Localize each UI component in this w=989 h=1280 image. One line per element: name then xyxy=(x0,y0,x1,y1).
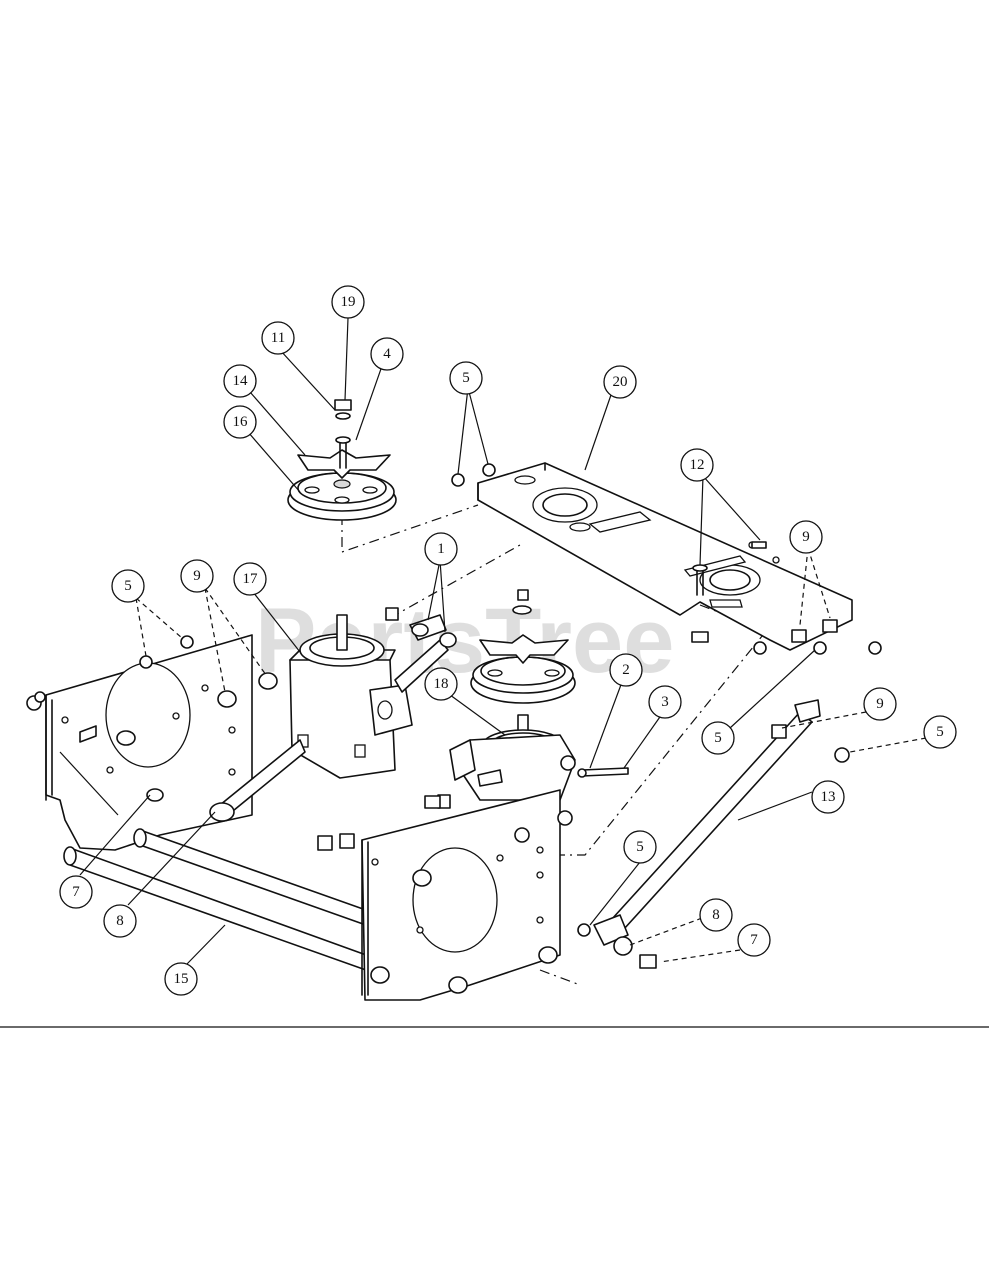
callout-1: 1 xyxy=(424,532,458,566)
callout-16: 16 xyxy=(223,405,257,439)
callout-5-bottom: 5 xyxy=(623,830,657,864)
svg-text:17: 17 xyxy=(243,571,259,587)
callout-7-bottom: 7 xyxy=(737,923,771,957)
svg-text:19: 19 xyxy=(341,294,356,310)
left-side-plate xyxy=(45,634,253,851)
svg-text:7: 7 xyxy=(750,932,758,948)
svg-text:14: 14 xyxy=(233,373,249,389)
callout-3: 3 xyxy=(648,685,682,719)
svg-text:16: 16 xyxy=(233,414,249,430)
right-pulley-gearbox xyxy=(437,589,576,809)
svg-text:1: 1 xyxy=(437,541,445,557)
svg-text:2: 2 xyxy=(622,662,630,678)
callout-18: 18 xyxy=(424,667,458,701)
svg-text:20: 20 xyxy=(613,374,628,390)
callout-2: 2 xyxy=(609,653,643,687)
callout-11: 11 xyxy=(261,321,295,355)
svg-text:9: 9 xyxy=(802,529,810,545)
callout-7-left: 7 xyxy=(59,875,93,909)
svg-text:18: 18 xyxy=(434,676,449,692)
svg-text:11: 11 xyxy=(271,330,285,346)
callout-20: 20 xyxy=(603,365,637,399)
upper-pulley-assembly xyxy=(287,399,397,521)
svg-text:8: 8 xyxy=(116,913,124,929)
callout-12: 12 xyxy=(680,448,714,482)
svg-text:5: 5 xyxy=(462,370,470,386)
svg-text:4: 4 xyxy=(383,346,391,362)
svg-text:12: 12 xyxy=(690,457,705,473)
cross-tube xyxy=(63,828,381,976)
right-side-plate xyxy=(361,789,573,1001)
callout-14: 14 xyxy=(223,364,257,398)
callout-8-bottom: 8 xyxy=(699,898,733,932)
hardware xyxy=(26,463,882,969)
callout-5-top: 5 xyxy=(449,361,483,395)
callout-15: 15 xyxy=(164,962,198,996)
svg-text:13: 13 xyxy=(821,789,836,805)
leader-lines xyxy=(59,317,927,966)
callout-5-left: 5 xyxy=(111,569,145,603)
svg-text:9: 9 xyxy=(193,568,201,584)
callout-4: 4 xyxy=(370,337,404,371)
callout-13: 13 xyxy=(811,780,845,814)
callout-5-mid: 5 xyxy=(701,721,735,755)
svg-text:7: 7 xyxy=(72,884,80,900)
svg-text:9: 9 xyxy=(876,696,884,712)
left-gearbox xyxy=(209,607,457,822)
callout-9-left: 9 xyxy=(180,559,214,593)
callout-9-right: 9 xyxy=(863,687,897,721)
callout-19: 19 xyxy=(331,285,365,319)
callout-8-left: 8 xyxy=(103,904,137,938)
callout-9-right-top: 9 xyxy=(789,520,823,554)
svg-text:5: 5 xyxy=(936,724,944,740)
callout-17: 17 xyxy=(233,562,267,596)
svg-text:5: 5 xyxy=(714,730,722,746)
svg-text:15: 15 xyxy=(174,971,189,987)
svg-text:8: 8 xyxy=(712,907,720,923)
svg-text:5: 5 xyxy=(124,578,132,594)
callout-5-far-right: 5 xyxy=(923,715,957,749)
svg-text:3: 3 xyxy=(661,694,669,710)
deck-plate xyxy=(477,462,853,651)
svg-text:5: 5 xyxy=(636,839,644,855)
